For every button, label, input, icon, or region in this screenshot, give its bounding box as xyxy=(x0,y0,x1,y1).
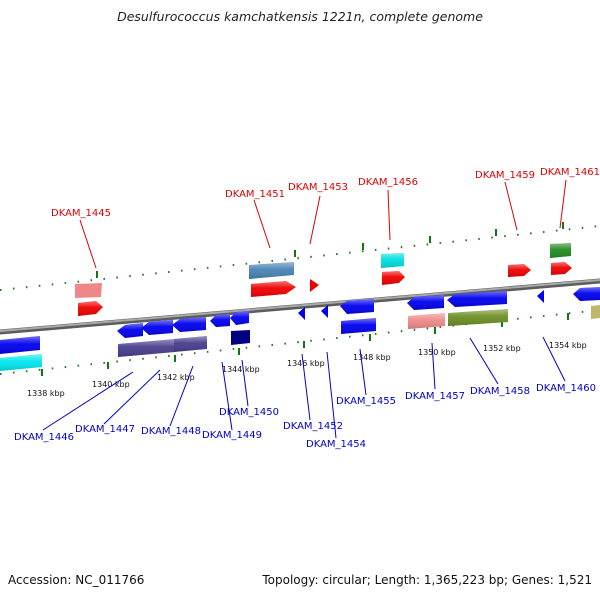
gene-label-dkam-1445[interactable]: DKAM_1445 xyxy=(51,208,111,219)
gene-label-dkam-1446[interactable]: DKAM_1446 xyxy=(14,432,74,443)
gene-dkam-1457-arrow[interactable] xyxy=(407,295,444,310)
gene-dkam-1447-lower[interactable] xyxy=(118,339,175,357)
gene-dkam-1445-upper[interactable] xyxy=(75,283,102,298)
reverse-genes xyxy=(0,287,600,371)
gene-dkam-1461-upper[interactable] xyxy=(550,243,571,258)
gene-dkam-1457-lower[interactable] xyxy=(408,313,445,329)
gene-dkam-1447-arrow[interactable] xyxy=(117,323,143,338)
gene-dkam-1446-lower[interactable] xyxy=(0,354,42,371)
gene-dkam-1448-arrow[interactable] xyxy=(141,320,173,335)
gene-dkam-1449-arrow[interactable] xyxy=(210,314,230,327)
gene-label-dkam-1452[interactable]: DKAM_1452 xyxy=(283,421,343,432)
tick-label: 1354 kbp xyxy=(549,341,587,350)
topology-text: Topology: circular; Length: 1,365,223 bp… xyxy=(262,573,592,587)
gene-dkam-1455-lower[interactable] xyxy=(341,318,376,334)
gene-label-dkam-1449[interactable]: DKAM_1449 xyxy=(202,430,262,441)
tick-label: 1348 kbp xyxy=(353,353,391,362)
gene-dkam-1448-lower[interactable] xyxy=(174,336,207,352)
gene-dkam-1452-arrow[interactable] xyxy=(298,307,305,320)
gene-label-dkam-1458[interactable]: DKAM_1458 xyxy=(470,386,530,397)
tick-label: 1338 kbp xyxy=(27,389,65,398)
accession-text: Accession: NC_011766 xyxy=(8,573,145,587)
gene-dkam-1450-lower[interactable] xyxy=(231,330,250,345)
gene-label-dkam-1457[interactable]: DKAM_1457 xyxy=(405,391,465,402)
gene-dkam-1446-arrow[interactable] xyxy=(0,336,40,354)
gene-dkam-1451-arrow[interactable] xyxy=(251,281,296,297)
kbp-tick-labels: 1338 kbp 1340 kbp 1342 kbp 1344 kbp 1346… xyxy=(27,341,587,398)
tick-label: 1342 kbp xyxy=(157,373,195,382)
gene-dkam-1445-arrow[interactable] xyxy=(78,301,103,316)
gene-dkam-1454-arrow[interactable] xyxy=(321,305,328,318)
gene-label-dkam-1447[interactable]: DKAM_1447 xyxy=(75,424,135,435)
gene-dkam-1450-arrow[interactable] xyxy=(230,311,249,325)
gene-dkam-1458-arrow[interactable] xyxy=(447,291,507,307)
gene-dkam-1455-arrow[interactable] xyxy=(340,299,374,314)
gene-dkam-1458-lower[interactable] xyxy=(448,309,508,326)
gene-label-dkam-1448[interactable]: DKAM_1448 xyxy=(141,426,201,437)
genome-backbone xyxy=(0,278,600,335)
lower-major-ticks xyxy=(41,313,569,376)
gene-dkam-1462-lower[interactable] xyxy=(591,305,600,319)
forward-genes xyxy=(75,243,572,316)
gene-label-dkam-1456[interactable]: DKAM_1456 xyxy=(358,177,418,188)
gene-label-dkam-1454[interactable]: DKAM_1454 xyxy=(306,439,366,450)
gene-label-dkam-1450[interactable]: DKAM_1450 xyxy=(219,407,279,418)
tick-label: 1344 kbp xyxy=(222,365,260,374)
gene-label-dkam-1455[interactable]: DKAM_1455 xyxy=(336,396,396,407)
gene-label-dkam-1459[interactable]: DKAM_1459 xyxy=(475,170,535,181)
gene-dkam-1453-arrow[interactable] xyxy=(310,279,319,292)
map-title: Desulfurococcus kamchatkensis 1221n, com… xyxy=(117,9,483,24)
gene-dkam-1460-arrow[interactable] xyxy=(537,290,544,303)
gene-dkam-1462-arrow[interactable] xyxy=(573,287,600,301)
tick-label: 1340 kbp xyxy=(92,380,130,389)
top-leader-lines xyxy=(79,179,567,269)
gene-label-dkam-1453[interactable]: DKAM_1453 xyxy=(288,182,348,193)
gene-dkam-1448b-arrow[interactable] xyxy=(172,317,206,332)
top-gene-labels: DKAM_1445 DKAM_1451 DKAM_1453 DKAM_1456 … xyxy=(51,167,600,219)
bottom-leader-lines xyxy=(42,336,566,439)
upper-major-ticks xyxy=(96,222,564,278)
gene-dkam-1461-arrow[interactable] xyxy=(551,262,572,275)
gene-label-dkam-1460[interactable]: DKAM_1460 xyxy=(536,383,596,394)
tick-label: 1352 kbp xyxy=(483,344,521,353)
tick-label: 1346 kbp xyxy=(287,359,325,368)
gene-dkam-1459-arrow[interactable] xyxy=(508,264,531,277)
upper-strand-ticks xyxy=(0,225,600,291)
gene-label-dkam-1451[interactable]: DKAM_1451 xyxy=(225,189,285,200)
gene-dkam-1456-upper[interactable] xyxy=(381,253,404,268)
gene-label-dkam-1461[interactable]: DKAM_1461 xyxy=(540,167,600,178)
gene-dkam-1451-upper[interactable] xyxy=(249,262,294,279)
gene-dkam-1456-arrow[interactable] xyxy=(382,271,405,285)
tick-label: 1350 kbp xyxy=(418,348,456,357)
bottom-gene-labels: DKAM_1446 DKAM_1447 DKAM_1448 DKAM_1449 … xyxy=(14,383,596,450)
